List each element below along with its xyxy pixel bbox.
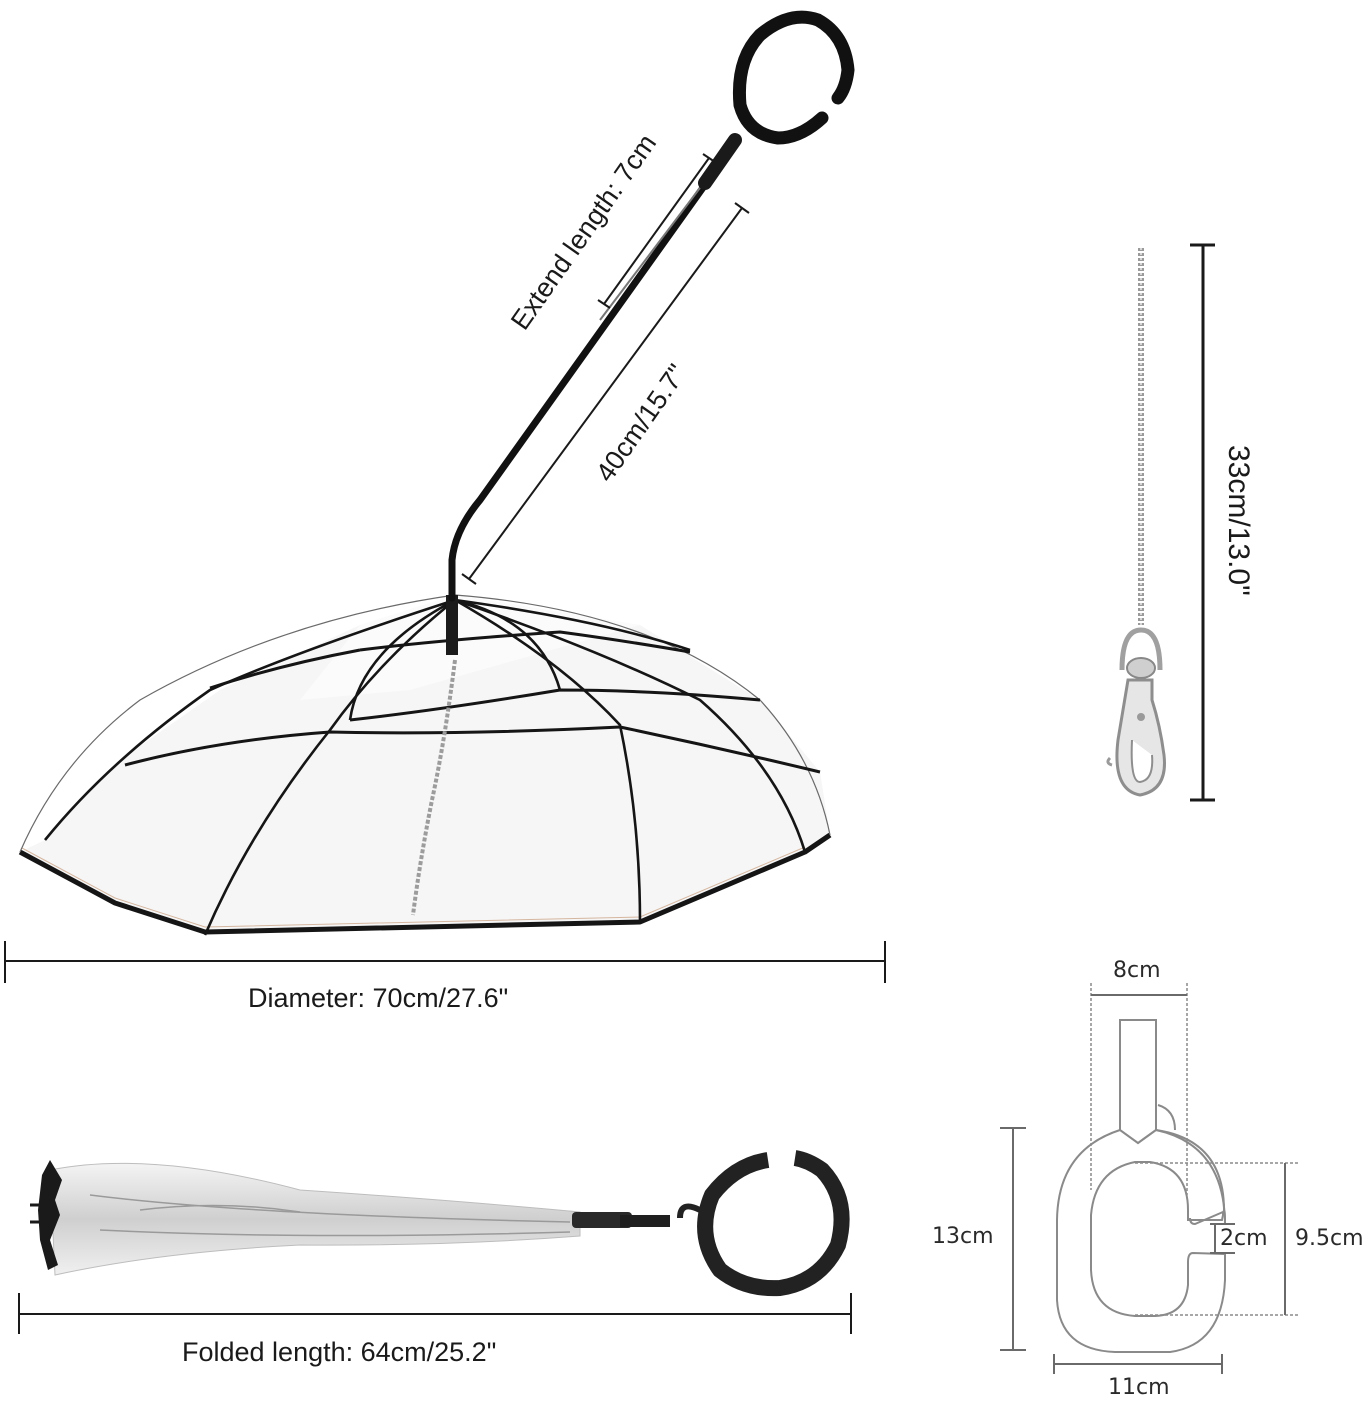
extend-dimension-line [597, 153, 716, 309]
handle-top-width-label: 8cm [1113, 958, 1161, 983]
folded-length-label: Folded length: 64cm/25.2" [182, 1337, 497, 1367]
handle-height-label: 13cm [932, 1224, 994, 1249]
c-handle-ring [732, 10, 855, 145]
diameter-dimension-line [4, 941, 886, 983]
handle-outer-outline [1119, 1128, 1226, 1226]
folded-rib-tips [38, 1160, 62, 1270]
chain-dimension-line [1190, 243, 1215, 802]
swivel-ring [1119, 627, 1163, 671]
canopy-fill [20, 595, 830, 932]
handle-gap-label: 2cm [1220, 1226, 1268, 1251]
handle-stem-outline [1119, 1019, 1157, 1145]
handle-inner-height-label: 9.5cm [1295, 1226, 1364, 1251]
folded-canopy [49, 1162, 581, 1276]
canopy-stretchers [124, 630, 821, 774]
canopy-ribs [43, 598, 807, 936]
shaft-dimension-line [461, 202, 750, 585]
diameter-label: Diameter: 70cm/27.6" [248, 983, 509, 1013]
folded-dimension-line [18, 1293, 852, 1334]
handle-width-label: 11cm [1108, 1375, 1170, 1400]
canopy-chain [411, 659, 457, 916]
umbrella-shaft [448, 171, 716, 602]
canopy-rim [18, 832, 832, 935]
folded-c-handle [697, 1150, 850, 1297]
shaft-ferrule [446, 595, 458, 655]
